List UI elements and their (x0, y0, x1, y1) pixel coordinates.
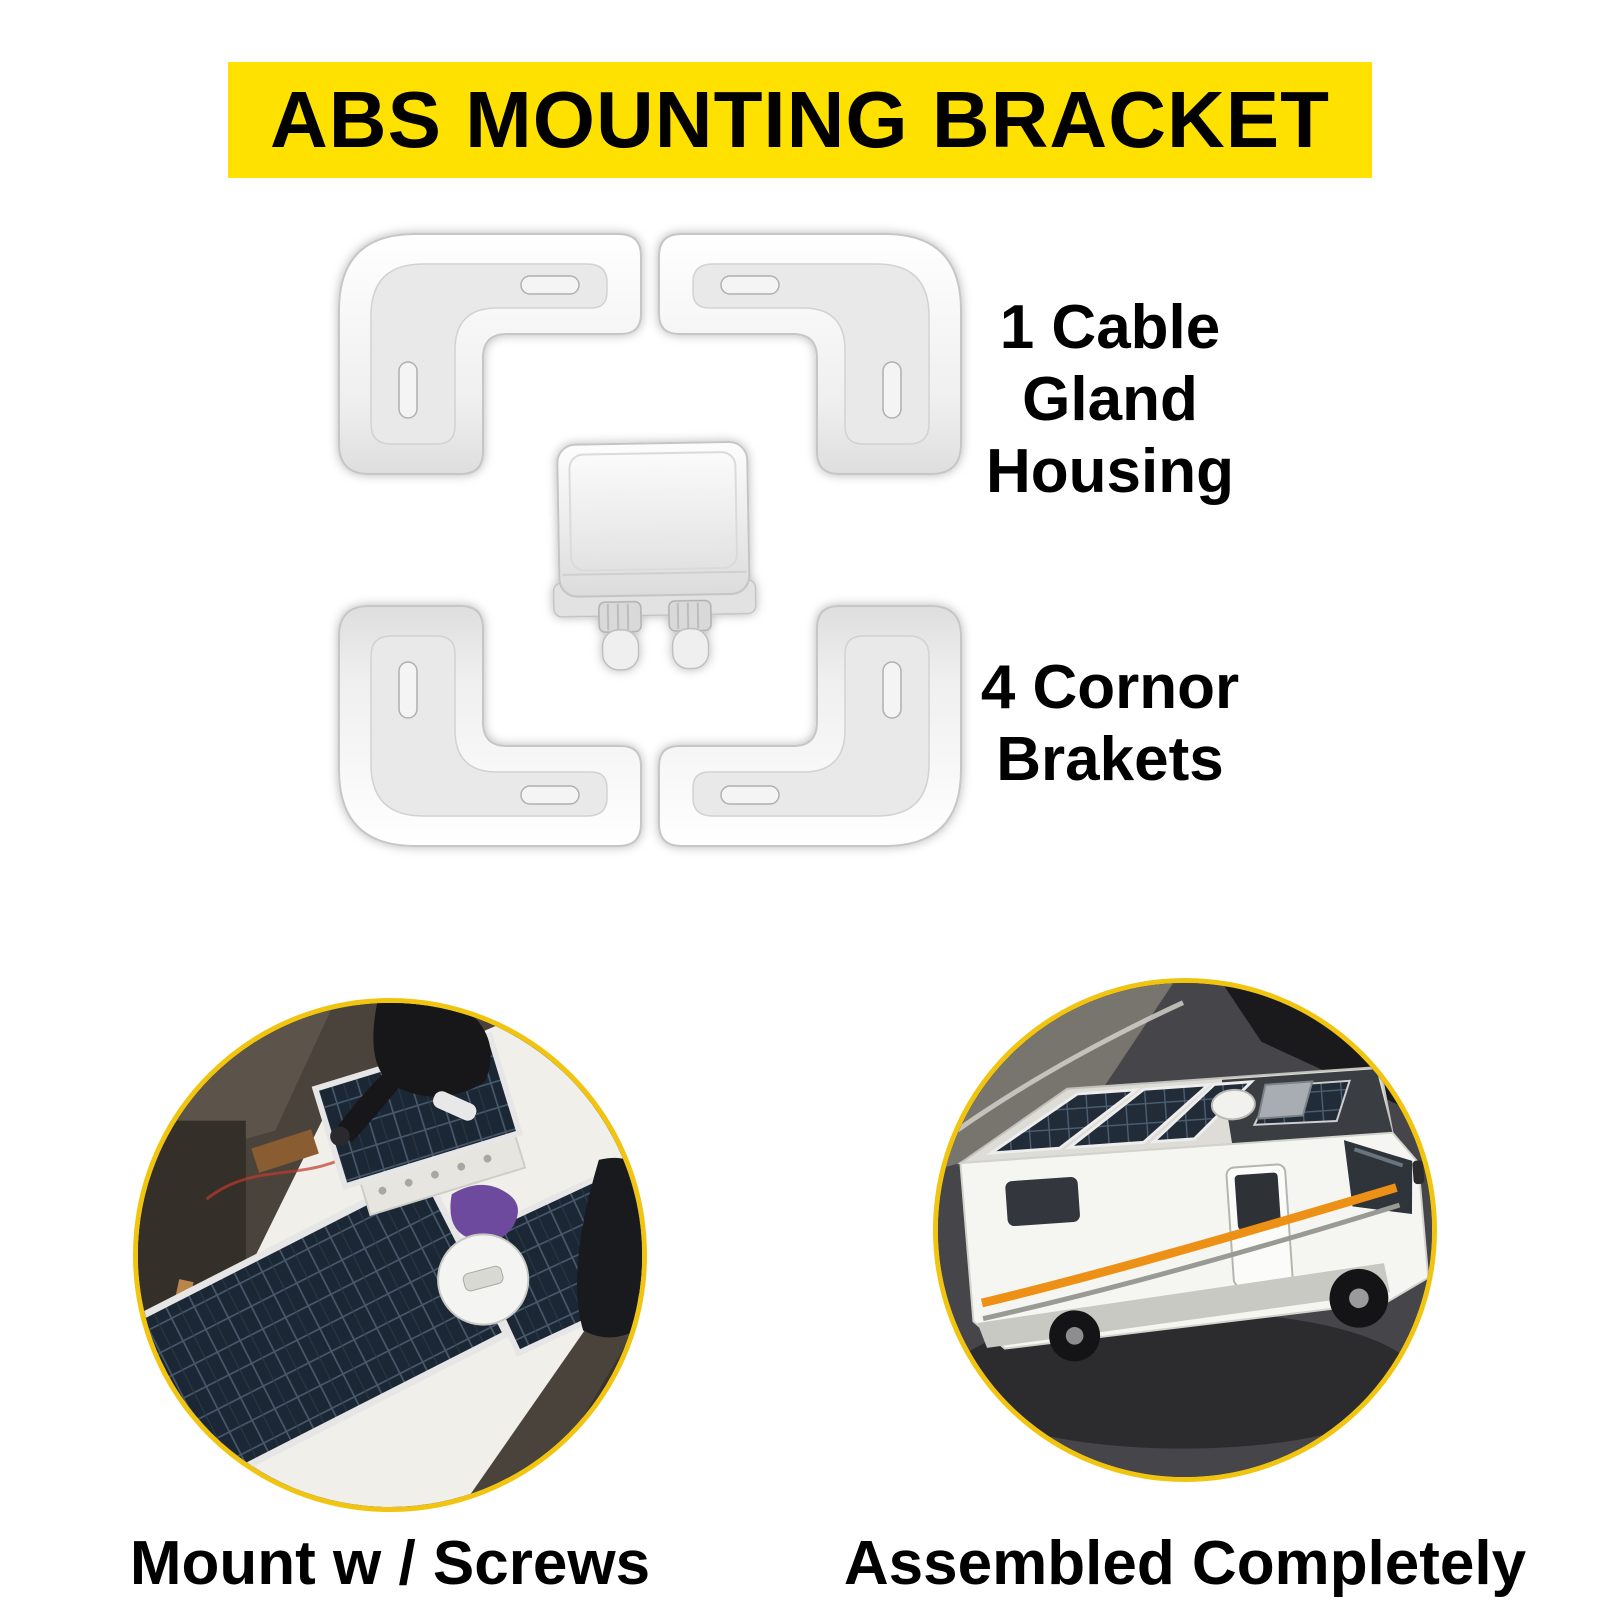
wheel (1329, 1268, 1389, 1328)
corner-bracket-bottom-left (338, 605, 642, 847)
solar-panel (985, 1088, 1141, 1155)
roof-vent-dome (437, 1233, 530, 1326)
wheel (1049, 1310, 1101, 1362)
label-line: 4 Cornor (980, 653, 1240, 722)
roof-skylight (1256, 1080, 1314, 1120)
label-line: Brakets (996, 724, 1224, 794)
label-line: Gland (1022, 364, 1198, 434)
shoe (433, 1091, 477, 1121)
label-line: 1 Cable (999, 293, 1221, 362)
motorhome-scene (938, 983, 1432, 1477)
purple-cloth (450, 1184, 518, 1242)
cable-gland-connector (598, 600, 642, 671)
helper-person (577, 1157, 642, 1338)
roof-vent-dome (1210, 1088, 1256, 1121)
label-corner-brackets: 4 Cornor Brakets (950, 652, 1270, 796)
label-line: Housing (986, 436, 1234, 506)
cable-gland-connector (668, 599, 712, 670)
cable-gland-housing (552, 440, 757, 671)
side-window (1005, 1176, 1080, 1227)
installer-person (330, 1003, 491, 1147)
solar-panel (1064, 1083, 1213, 1150)
wood-block (251, 1129, 319, 1173)
title-banner: ABS MOUNTING BRACKET (228, 62, 1372, 178)
side-mirror (1412, 1160, 1425, 1185)
orange-stripe (980, 1183, 1398, 1308)
label-cable-gland-housing: 1 Cable Gland Housing (960, 292, 1260, 508)
page-title: ABS MOUNTING BRACKET (270, 75, 1330, 164)
caption-mount-with-screws: Mount w / Screws (129, 1529, 651, 1598)
photo-mount-with-screws (133, 998, 647, 1512)
caption-assembled-completely: Assembled Completely (843, 1529, 1527, 1598)
corner-bracket-top-left (338, 233, 642, 475)
gray-stripe (982, 1202, 1401, 1322)
installation-scene (138, 1003, 642, 1507)
product-image-brackets (338, 233, 962, 847)
corner-bracket-top-right (658, 233, 962, 475)
photo-assembled-motorhome (933, 978, 1437, 1482)
motorhome (956, 1065, 1430, 1362)
